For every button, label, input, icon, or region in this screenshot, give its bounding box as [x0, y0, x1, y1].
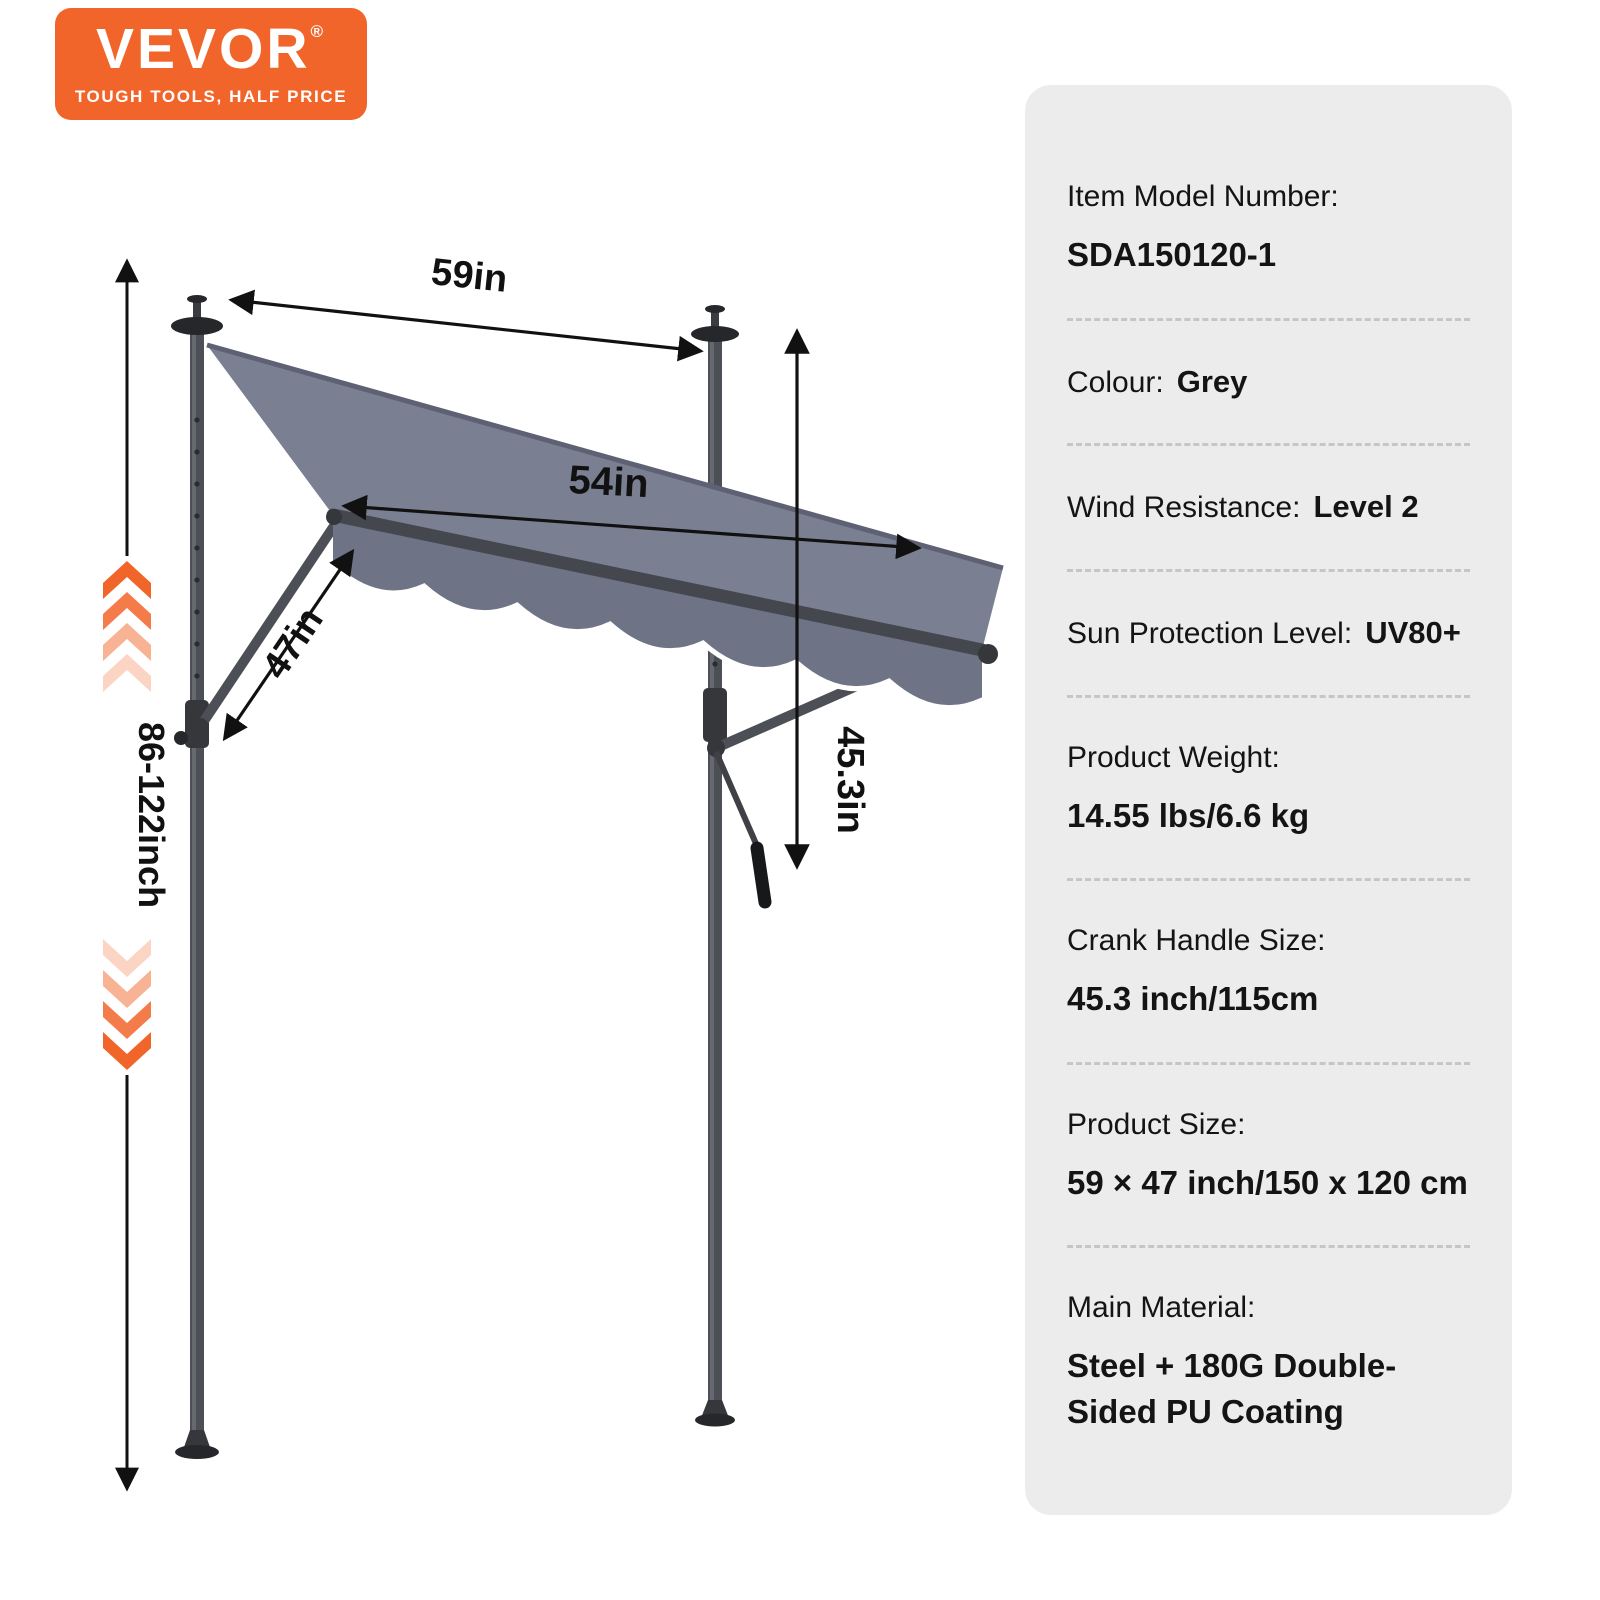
chevron-up-icon	[103, 592, 151, 630]
spec-item-sun-protection: Sun Protection Level: UV80+	[1067, 612, 1470, 655]
right-pole-ceiling-cap	[691, 305, 739, 342]
spec-label: Item Model Number:	[1067, 180, 1339, 213]
left-arm-joint	[191, 718, 209, 736]
dashed-divider	[1067, 569, 1470, 573]
spec-label: Crank Handle Size:	[1067, 924, 1326, 958]
spec-label: Main Material:	[1067, 1291, 1256, 1325]
dashed-divider	[1067, 443, 1470, 447]
spec-value: Level 2	[1313, 489, 1419, 525]
spec-value: 45.3 inch/115cm	[1067, 980, 1319, 1018]
dashed-divider	[1067, 317, 1470, 321]
brand-wordmark: VEVOR	[95, 17, 311, 81]
dashed-divider	[1067, 694, 1470, 698]
valance-scallop-trim	[330, 562, 985, 711]
chevron-up-icon	[103, 623, 151, 661]
dimension-label-crank-drop: 45.3in	[829, 726, 871, 834]
spec-item-product-size: Product Size: 59 × 47 inch/150 x 120 cm	[1067, 1105, 1470, 1206]
spec-item-product-weight: Product Weight: 14.55 lbs/6.6 kg	[1067, 738, 1470, 839]
crank-handle	[713, 750, 772, 909]
dashed-divider	[1067, 1245, 1470, 1249]
spec-item-wind-resistance: Wind Resistance: Level 2	[1067, 486, 1470, 529]
brand-logo: VEVOR® TOUGH TOOLS, HALF PRICE	[55, 8, 367, 120]
brand-name: VEVOR®	[96, 21, 326, 78]
chevron-down-icon	[103, 1001, 151, 1039]
front-bar-left-bracket	[326, 509, 342, 525]
spec-label: Product Weight:	[1067, 740, 1280, 774]
registered-trademark-icon: ®	[310, 22, 327, 41]
spec-value: UV80+	[1365, 615, 1461, 651]
chevron-down-icon	[103, 939, 151, 977]
height-adjust-chevrons-up	[103, 561, 151, 692]
dashed-divider	[1067, 878, 1470, 882]
pole-foot	[701, 1400, 729, 1418]
spec-value: SDA150120-1	[1067, 236, 1277, 273]
height-adjust-chevrons-down	[103, 939, 151, 1070]
spec-value: Steel + 180G Double-Sided PU Coating	[1067, 1347, 1397, 1430]
spec-value: 59 × 47 inch/150 x 120 cm	[1067, 1163, 1468, 1201]
spec-label: Colour:	[1067, 365, 1164, 399]
awning-valance	[333, 515, 982, 708]
spec-label: Wind Resistance:	[1067, 491, 1301, 525]
left-pole-ceiling-cap	[171, 295, 223, 335]
pole-foot	[183, 1430, 211, 1450]
spec-value: Grey	[1176, 363, 1248, 399]
brand-tagline: TOUGH TOOLS, HALF PRICE	[74, 87, 348, 106]
pole-lock-sleeve	[703, 688, 727, 742]
spec-value: 14.55 lbs/6.6 kg	[1067, 796, 1310, 834]
lock-knob-icon	[174, 731, 188, 745]
awning-diagram: 86-122inch	[103, 251, 1004, 1492]
dimension-label-height-range: 86-122inch	[131, 722, 172, 908]
front-bar-end-cap	[978, 644, 998, 664]
dashed-divider	[1067, 1061, 1470, 1065]
spec-item-crank-handle-size: Crank Handle Size: 45.3 inch/115cm	[1067, 921, 1470, 1022]
dimension-crank-drop: 45.3in	[784, 328, 871, 870]
spec-item-main-material: Main Material: Steel + 180G Double-Sided…	[1067, 1288, 1470, 1434]
dimension-label-top-width: 59in	[429, 251, 509, 301]
dimension-projection-depth: 47in	[222, 548, 355, 742]
chevron-up-icon	[103, 654, 151, 692]
dimension-label-fabric-width: 54in	[568, 458, 650, 506]
spec-item-colour: Colour: Grey	[1067, 361, 1470, 404]
pole-adjustment-holes	[194, 417, 200, 679]
chevron-down-icon	[103, 970, 151, 1008]
spec-label: Sun Protection Level:	[1067, 617, 1353, 651]
spec-item-model-number: Item Model Number: SDA150120-1	[1067, 177, 1470, 278]
chevron-down-icon	[103, 1032, 151, 1070]
chevron-up-icon	[103, 561, 151, 599]
dimension-top-width: 59in	[228, 251, 704, 362]
spec-label: Product Size:	[1067, 1107, 1246, 1141]
spec-panel: Item Model Number: SDA150120-1 Colour: G…	[1025, 85, 1512, 1515]
dimension-fabric-width: 54in	[341, 458, 922, 560]
right-arm-joint	[707, 739, 725, 757]
dimension-label-projection-depth: 47in	[254, 600, 331, 687]
left-support-pole	[174, 330, 219, 1459]
